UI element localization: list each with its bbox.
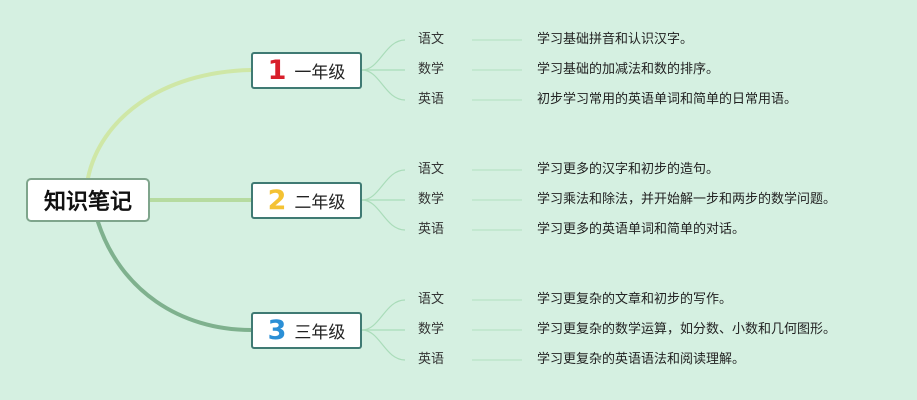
grade-number: 1 (267, 55, 287, 86)
subject-label: 语文 (418, 32, 445, 47)
subject-label: 语文 (418, 292, 445, 307)
subject-description: 学习乘法和除法，并开始解一步和两步的数学问题。 (537, 192, 837, 207)
fork-line (361, 299, 406, 331)
subject-label: 语文 (418, 162, 445, 177)
fork-line (361, 199, 406, 231)
subject-label: 数学 (418, 322, 445, 337)
subject-description: 学习更复杂的数学运算，如分数、小数和几何图形。 (537, 322, 837, 337)
grade-node-1[interactable]: 1 一年级 (251, 52, 362, 89)
subject-label: 英语 (418, 92, 445, 107)
subject-label: 英语 (418, 222, 445, 237)
subject-label: 数学 (418, 192, 445, 207)
grade-number: 3 (267, 315, 287, 346)
subject-description: 学习更复杂的文章和初步的写作。 (537, 292, 733, 307)
subject-description: 学习更多的汉字和初步的造句。 (537, 162, 720, 177)
subject-description: 学习更多的英语单词和简单的对话。 (537, 222, 746, 237)
grade-node-2[interactable]: 2 二年级 (251, 182, 362, 219)
grade-node-3[interactable]: 3 三年级 (251, 312, 362, 349)
subject-label: 英语 (418, 352, 445, 367)
grade-number: 2 (267, 185, 287, 216)
grade-label: 一年级 (294, 63, 346, 83)
subject-description: 学习基础的加减法和数的排序。 (537, 62, 720, 77)
root-title: 知识笔记 (43, 190, 132, 215)
subject-description: 初步学习常用的英语单词和简单的日常用语。 (537, 92, 798, 107)
root-node[interactable]: 知识笔记 (26, 178, 150, 222)
subject-description: 学习基础拼音和认识汉字。 (537, 32, 694, 47)
grade-label: 二年级 (294, 193, 346, 213)
fork-line (361, 39, 406, 71)
subject-label: 数学 (418, 62, 445, 77)
fork-line (361, 169, 406, 201)
branch-line-grade-1 (86, 68, 253, 180)
fork-line (361, 329, 406, 361)
branch-line-grade-3 (96, 220, 253, 332)
fork-line (361, 69, 406, 101)
grade-label: 三年级 (294, 323, 346, 343)
subject-description: 学习更复杂的英语语法和阅读理解。 (537, 352, 746, 367)
